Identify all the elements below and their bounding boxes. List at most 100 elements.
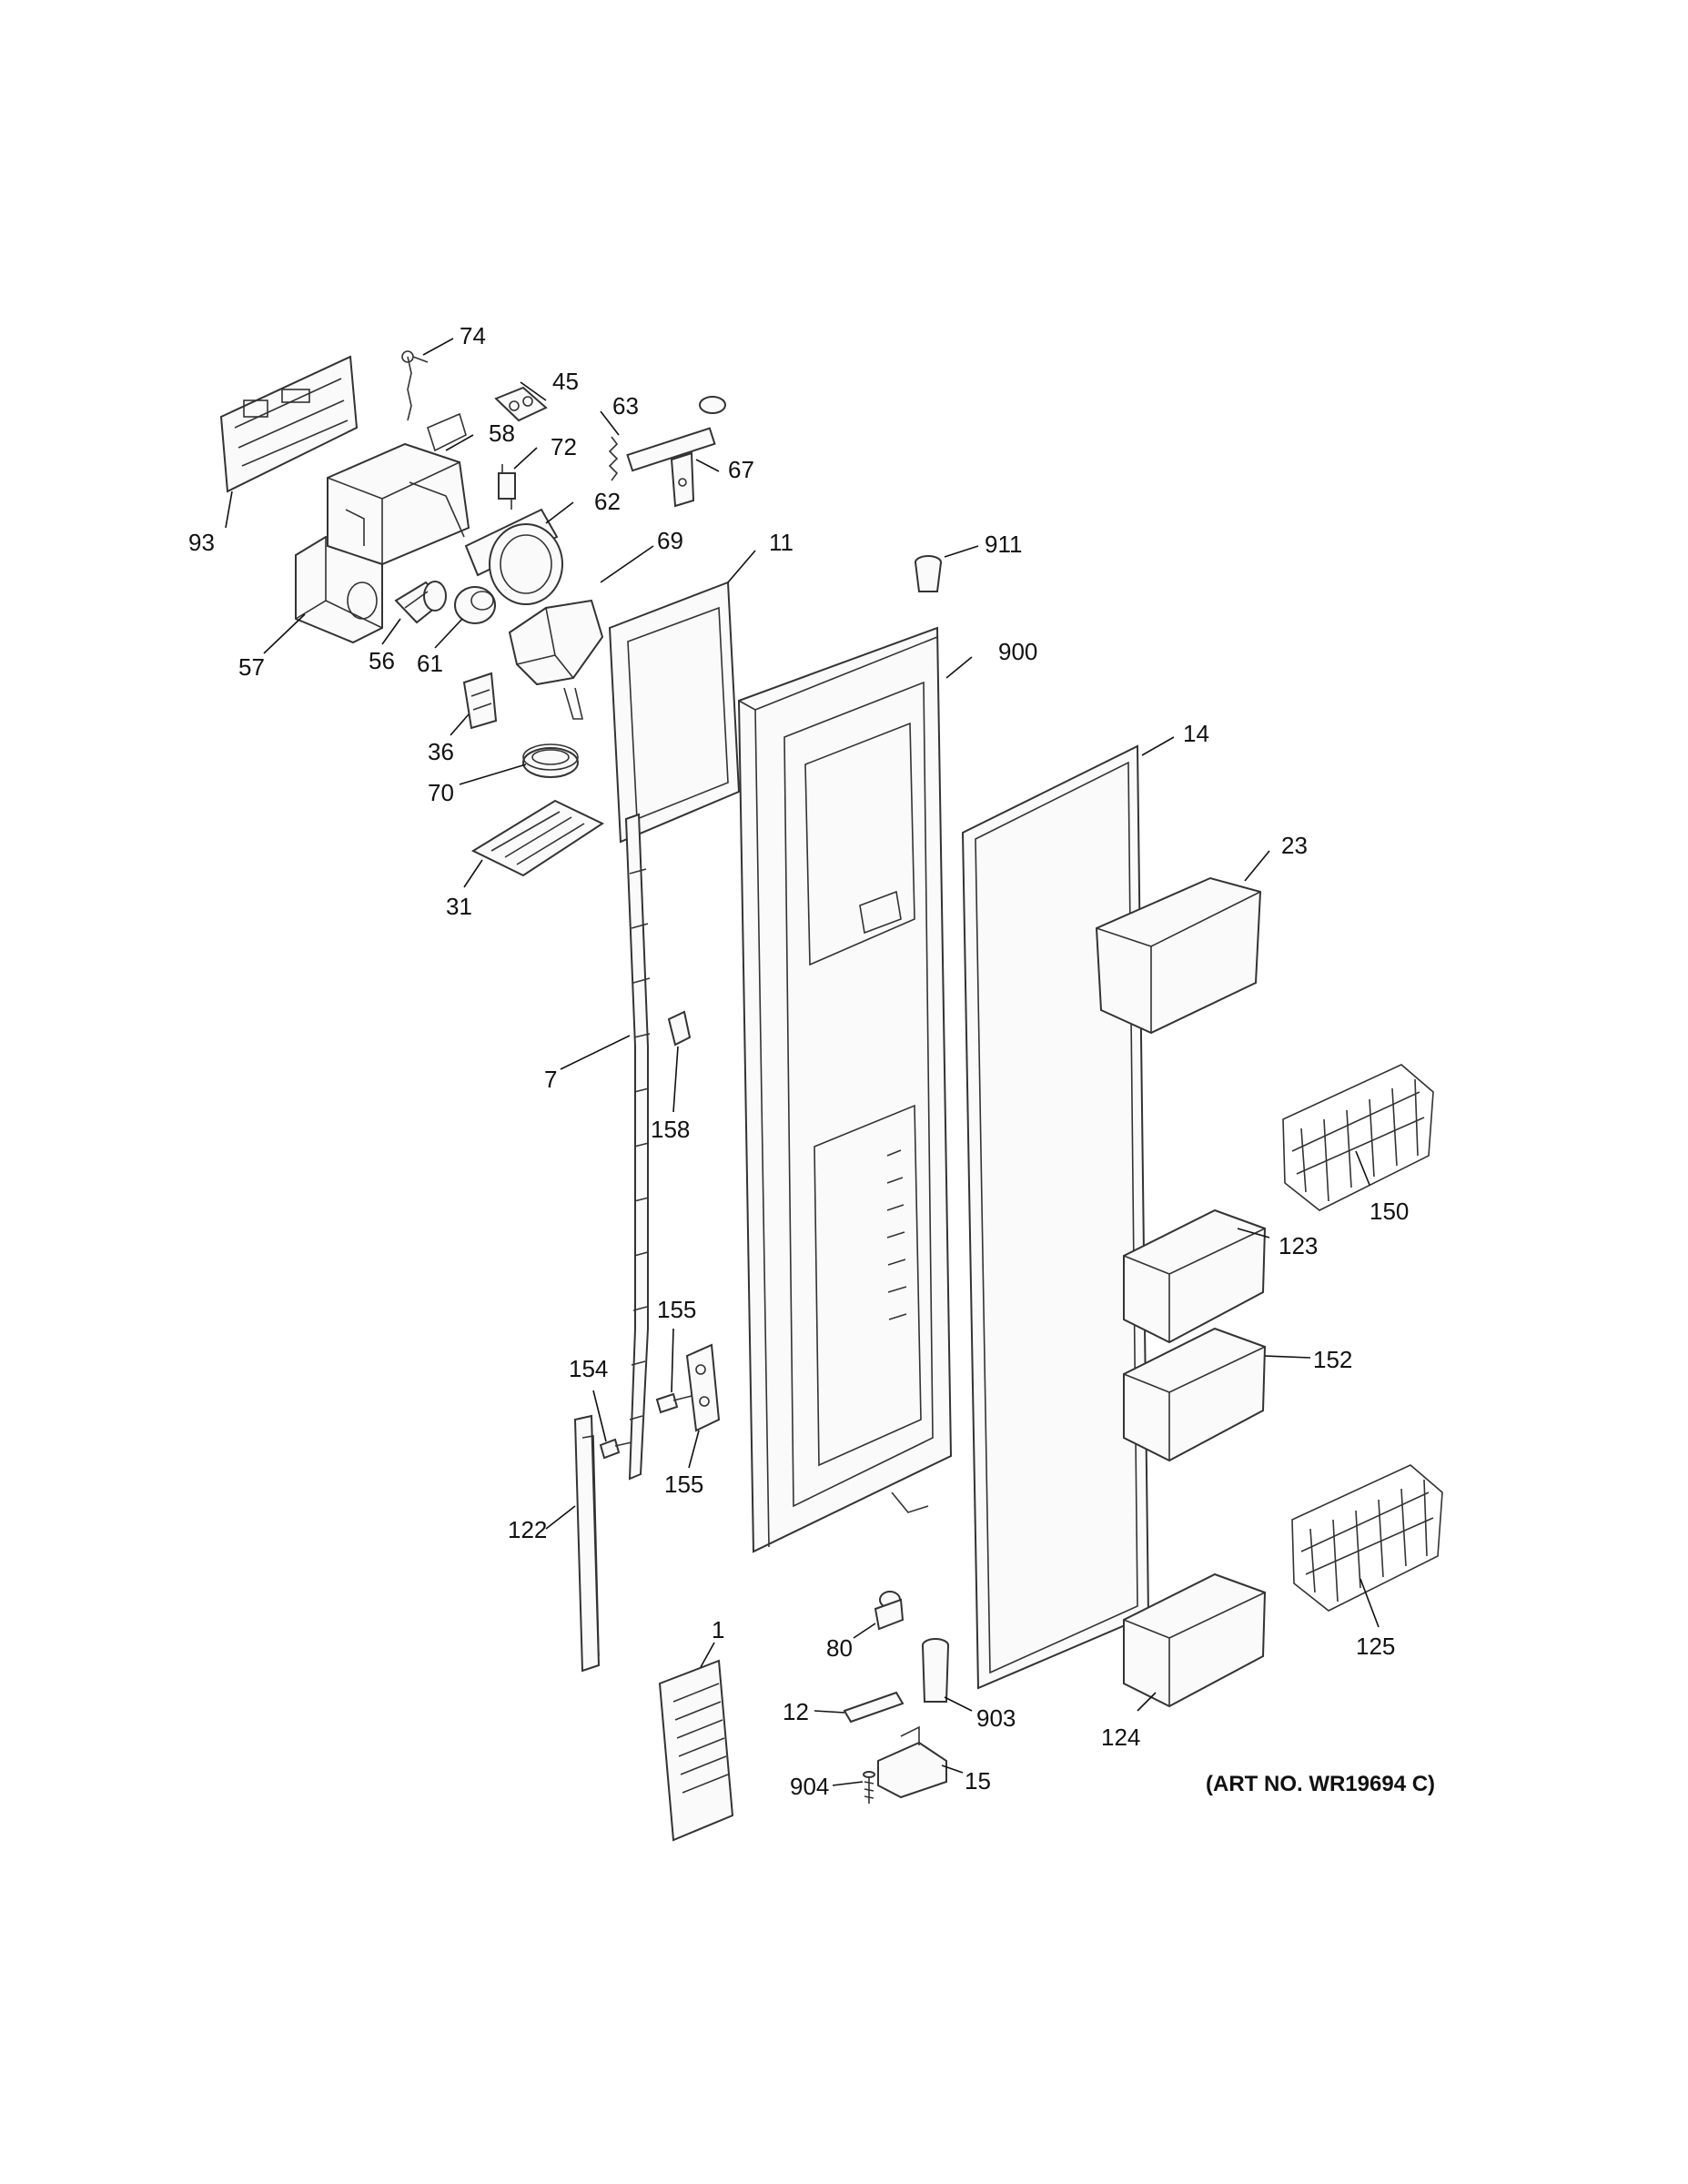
part-label-15: 15 <box>965 1767 991 1795</box>
part-124-wire-basket <box>1291 1464 1443 1612</box>
part-label-63: 63 <box>612 392 639 420</box>
part-904-screw <box>863 1771 875 1804</box>
part-7-door-rail <box>624 813 651 1481</box>
part-label-1: 1 <box>712 1616 724 1643</box>
part-label-158: 158 <box>651 1116 690 1143</box>
part-label-62: 62 <box>594 488 621 515</box>
part-67-actuator <box>626 396 726 508</box>
leader-57 <box>263 613 306 654</box>
leader-150 <box>1264 1355 1311 1359</box>
leader-80 <box>853 1623 876 1639</box>
leader-72 <box>513 447 538 470</box>
leader-158 <box>672 1046 679 1113</box>
part-label-31: 31 <box>446 893 472 920</box>
part-900-door-assembly <box>737 626 953 1553</box>
leader-904 <box>832 1781 864 1786</box>
part-label-125: 150 <box>1370 1198 1409 1225</box>
part-label-7: 7 <box>544 1066 557 1093</box>
part-36-bracket <box>462 672 498 730</box>
leader-70 <box>459 763 527 785</box>
part-31-drip-tray <box>470 799 605 877</box>
part-label-150: 152 <box>1313 1346 1352 1373</box>
part-label-61: 61 <box>417 650 443 677</box>
leader-74 <box>422 338 454 356</box>
leader-900 <box>945 656 973 679</box>
part-12-shim <box>843 1691 905 1724</box>
leader-12 <box>814 1710 845 1714</box>
leader-7 <box>560 1035 631 1070</box>
part-label-70: 70 <box>428 779 454 806</box>
leader-903 <box>944 1696 973 1712</box>
leader-63 <box>600 410 620 436</box>
part-label-900: 900 <box>998 638 1037 665</box>
part-label-911: 911 <box>985 531 1022 558</box>
part-label-121: 122 <box>508 1516 547 1543</box>
leader-67 <box>695 459 720 472</box>
part-911-plug <box>915 555 942 592</box>
part-93-control-board <box>219 355 359 493</box>
part-154-hinge-bracket <box>685 1343 721 1432</box>
part-label-903: 903 <box>976 1704 1016 1732</box>
part-56-auger-coupler <box>394 581 447 624</box>
part-label-123: 124 <box>1101 1724 1140 1751</box>
part-72-switch <box>498 464 516 510</box>
leader-69 <box>600 545 654 583</box>
leader-911 <box>944 545 979 558</box>
part-62-motor-ring <box>464 508 563 605</box>
part-label-80: 80 <box>826 1634 853 1662</box>
part-45-bracket <box>494 386 548 422</box>
part-158-clip <box>667 1010 692 1046</box>
leader-15 <box>941 1764 964 1774</box>
part-label-69: 69 <box>657 527 683 554</box>
leader-11 <box>727 550 756 583</box>
part-57-housing <box>295 535 383 644</box>
part-58-dispenser-frame <box>327 412 470 566</box>
part-63-spring <box>608 436 619 481</box>
part-61-cam <box>454 586 496 624</box>
part-label-93: 93 <box>188 529 215 556</box>
part-label-904: 904 <box>790 1773 829 1800</box>
part-label-56: 56 <box>369 647 395 674</box>
part-23-door-bin <box>1095 876 1262 1035</box>
part-label-74: 74 <box>460 322 486 349</box>
part-label-154: 155 <box>657 1296 696 1323</box>
part-14-door-gasket <box>961 744 1150 1690</box>
leader-1 <box>700 1642 715 1668</box>
part-label-36: 36 <box>428 738 454 765</box>
part-74-spring <box>401 350 429 421</box>
part-1-cover-panel <box>658 1659 734 1842</box>
leader-31 <box>463 859 483 888</box>
leader-61 <box>434 618 463 649</box>
part-11-recess-frame <box>608 581 741 844</box>
leader-122 <box>1237 1228 1270 1239</box>
leader-123 <box>1137 1692 1157 1712</box>
leader-56 <box>381 618 401 645</box>
leader-62 <box>545 501 574 524</box>
part-122-door-bin <box>1123 1208 1267 1344</box>
leader-23 <box>1244 850 1270 882</box>
leader-58 <box>445 434 474 451</box>
part-121-handle-trim <box>573 1414 601 1673</box>
part-label-124: 125 <box>1356 1633 1395 1660</box>
part-123-door-bin <box>1123 1572 1267 1708</box>
part-15-hinge <box>877 1725 947 1799</box>
part-80-plug <box>874 1591 905 1631</box>
leader-154 <box>671 1328 674 1393</box>
part-label-67: 67 <box>728 456 754 483</box>
part-152-screw <box>599 1438 632 1460</box>
part-70-ring <box>522 743 579 778</box>
leader-121 <box>545 1505 576 1530</box>
leader-14 <box>1141 736 1175 756</box>
part-label-122: 123 <box>1279 1232 1318 1259</box>
art-number: (ART NO. WR19694 C) <box>1206 1772 1435 1796</box>
part-69-ice-chute <box>508 599 604 720</box>
leader-155 <box>688 1430 700 1469</box>
leader-152 <box>592 1390 607 1442</box>
leader-125 <box>1355 1150 1370 1186</box>
part-903-bushing <box>922 1638 949 1703</box>
part-label-23: 23 <box>1281 832 1308 859</box>
part-label-14: 14 <box>1183 720 1209 747</box>
part-label-152: 154 <box>569 1355 608 1382</box>
part-label-155: 155 <box>664 1471 703 1498</box>
